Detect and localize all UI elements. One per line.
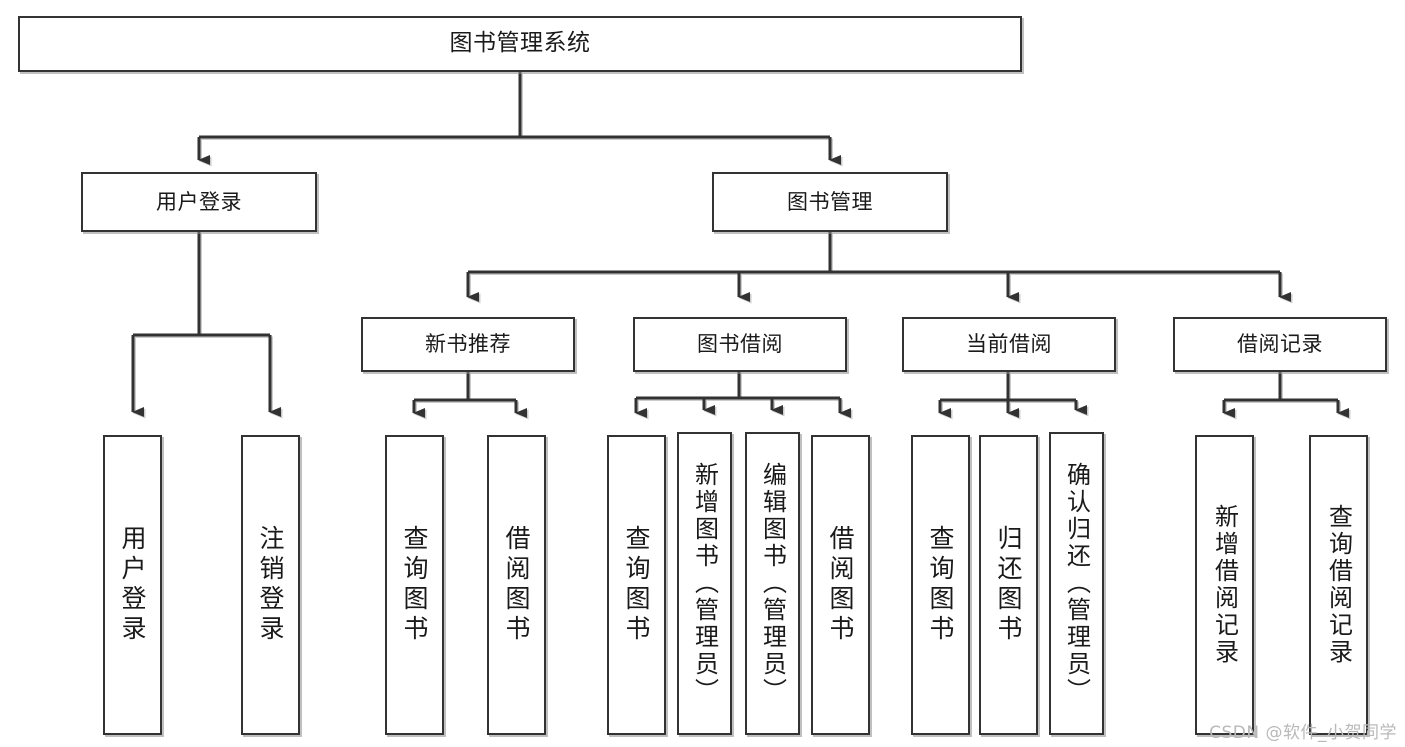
node-book-manage-label: 图书管理 <box>787 189 873 214</box>
csdn-watermark: CSDN @软件_小贺同学 <box>1209 723 1397 743</box>
node-leaf-add-book[interactable]: 新增图书（管理员） <box>677 432 732 735</box>
node-book-borrow[interactable]: 图书借阅 <box>633 317 847 372</box>
node-leaf-borrow-book[interactable]: 借阅图书 <box>811 435 870 735</box>
node-user-login[interactable]: 用户登录 <box>81 172 317 232</box>
node-leaf-query-record-label: 查询借阅记录 <box>1324 504 1353 666</box>
node-leaf-rec-query-label: 查询图书 <box>400 525 429 645</box>
node-leaf-add-book-label: 新增图书（管理员） <box>690 462 719 705</box>
node-leaf-borrow-book-label: 借阅图书 <box>826 525 855 645</box>
node-leaf-cur-query[interactable]: 查询图书 <box>911 435 970 735</box>
node-borrow-record[interactable]: 借阅记录 <box>1173 317 1387 372</box>
node-leaf-borrow-query[interactable]: 查询图书 <box>607 435 666 735</box>
node-leaf-user-login-label: 用户登录 <box>118 525 147 645</box>
node-root-label: 图书管理系统 <box>449 30 591 57</box>
node-book-borrow-label: 图书借阅 <box>697 332 783 357</box>
node-leaf-confirm-return[interactable]: 确认归还（管理员） <box>1049 432 1104 735</box>
node-user-login-label: 用户登录 <box>156 189 242 214</box>
node-leaf-rec-query[interactable]: 查询图书 <box>385 435 444 735</box>
node-root[interactable]: 图书管理系统 <box>18 16 1022 72</box>
node-leaf-query-record[interactable]: 查询借阅记录 <box>1309 435 1368 735</box>
node-borrow-record-label: 借阅记录 <box>1237 332 1323 357</box>
node-current-borrow[interactable]: 当前借阅 <box>902 317 1116 372</box>
node-leaf-user-login[interactable]: 用户登录 <box>103 435 162 735</box>
node-leaf-add-record[interactable]: 新增借阅记录 <box>1195 435 1254 735</box>
node-leaf-edit-book-label: 编辑图书（管理员） <box>758 462 787 705</box>
node-new-book-rec-label: 新书推荐 <box>425 332 511 357</box>
node-leaf-borrow-query-label: 查询图书 <box>622 525 651 645</box>
node-leaf-cur-query-label: 查询图书 <box>926 525 955 645</box>
node-leaf-return-book[interactable]: 归还图书 <box>979 435 1038 735</box>
node-leaf-add-record-label: 新增借阅记录 <box>1210 504 1239 666</box>
node-leaf-return-book-label: 归还图书 <box>994 525 1023 645</box>
node-leaf-rec-borrow-label: 借阅图书 <box>502 525 531 645</box>
node-leaf-logout-label: 注销登录 <box>256 525 285 645</box>
node-new-book-rec[interactable]: 新书推荐 <box>361 317 575 372</box>
node-leaf-edit-book[interactable]: 编辑图书（管理员） <box>745 432 800 735</box>
node-book-manage[interactable]: 图书管理 <box>712 172 948 232</box>
node-current-borrow-label: 当前借阅 <box>966 332 1052 357</box>
node-leaf-confirm-return-label: 确认归还（管理员） <box>1062 462 1091 705</box>
node-leaf-rec-borrow[interactable]: 借阅图书 <box>487 435 546 735</box>
node-leaf-logout[interactable]: 注销登录 <box>241 435 300 735</box>
